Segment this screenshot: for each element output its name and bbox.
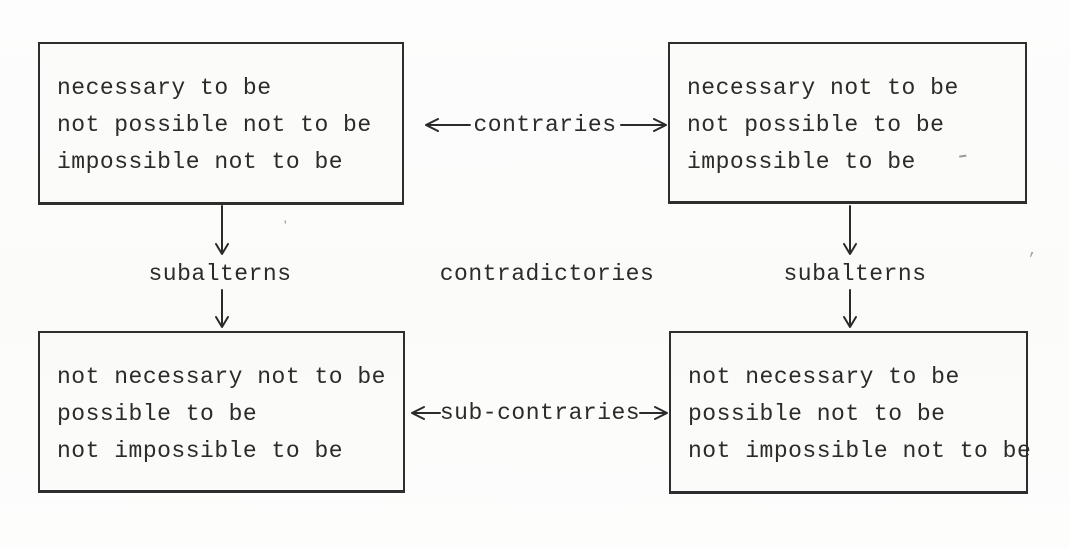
arrow-subaltern-right-top-icon: [843, 205, 857, 255]
box-line: impossible not to be: [57, 149, 344, 175]
box-line: not possible to be: [687, 112, 945, 138]
arrow-subaltern-right-bottom-icon: [843, 289, 857, 328]
arrow-contraries-right-icon: [620, 118, 667, 132]
box-line: possible not to be: [688, 401, 946, 427]
label-sub-contraries: sub-contraries: [439, 400, 641, 426]
box-bottom-left: not necessary not to be possible to be n…: [38, 331, 405, 493]
label-subalterns-right: subalterns: [783, 261, 927, 287]
box-line: not necessary to be: [688, 364, 960, 390]
box-line: not impossible not to be: [688, 438, 1032, 464]
label-contraries: contraries: [473, 112, 617, 138]
box-top-right: necessary not to be not possible to be i…: [668, 42, 1027, 204]
box-top-left: necessary to be not possible not to be i…: [38, 42, 404, 205]
box-line: not possible not to be: [57, 112, 372, 138]
box-line: necessary not to be: [687, 75, 959, 101]
arrow-contraries-left-icon: [425, 118, 471, 132]
arrow-subcontraries-left-icon: [411, 406, 441, 420]
scan-artifact-dash: -: [952, 140, 973, 172]
arrow-subcontraries-right-icon: [639, 406, 668, 420]
label-contradictories: contradictories: [439, 261, 655, 287]
scan-artifact-tick: ʼ: [281, 220, 290, 236]
box-line: impossible to be: [687, 149, 916, 175]
box-line: not impossible to be: [57, 438, 344, 464]
label-subalterns-left: subalterns: [148, 261, 292, 287]
arrow-subaltern-left-top-icon: [215, 205, 229, 255]
box-line: possible to be: [57, 401, 258, 427]
scan-artifact-speck: ,: [1028, 241, 1038, 259]
arrow-subaltern-left-bottom-icon: [215, 289, 229, 328]
box-line: not necessary not to be: [57, 364, 386, 390]
box-bottom-right: not necessary to be possible not to be n…: [669, 331, 1032, 494]
box-line: necessary to be: [57, 75, 272, 101]
